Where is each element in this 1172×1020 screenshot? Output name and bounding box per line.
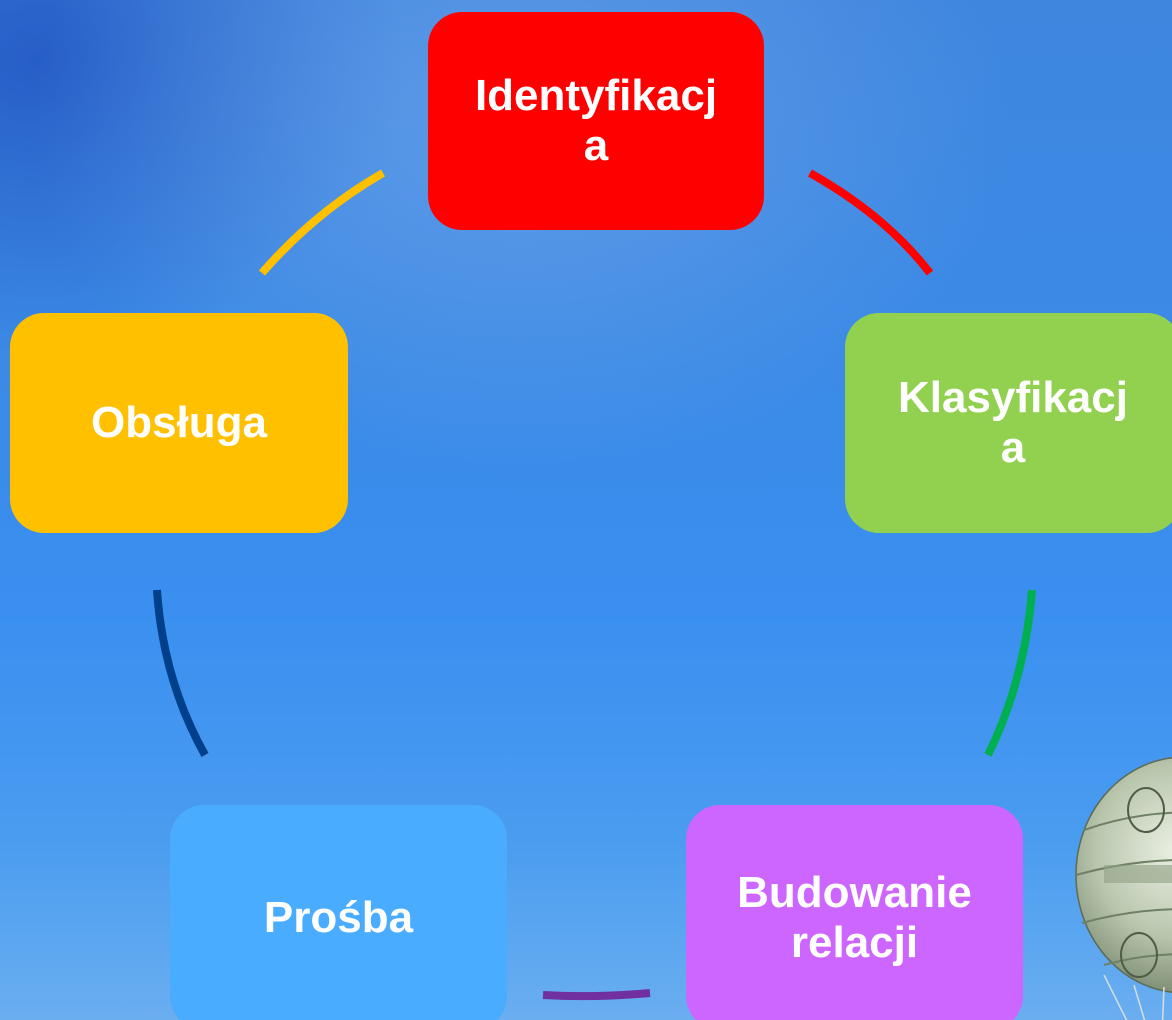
node-prosba-label: Prośba — [263, 892, 414, 942]
money-balloon-image — [1075, 757, 1172, 1020]
connector-obsluga-identyfikacja — [258, 169, 385, 276]
connector-klasyfikacja-budowanie — [984, 589, 1036, 757]
connector-identyfikacja-klasyfikacja — [808, 169, 934, 276]
connector-prosba-obsluga — [153, 589, 209, 757]
node-prosba: Prośba — [170, 805, 507, 1020]
node-obsluga: Obsługa — [10, 313, 348, 533]
node-obsluga-label: Obsługa — [90, 398, 268, 447]
connector-budowanie-prosba — [542, 989, 651, 1001]
